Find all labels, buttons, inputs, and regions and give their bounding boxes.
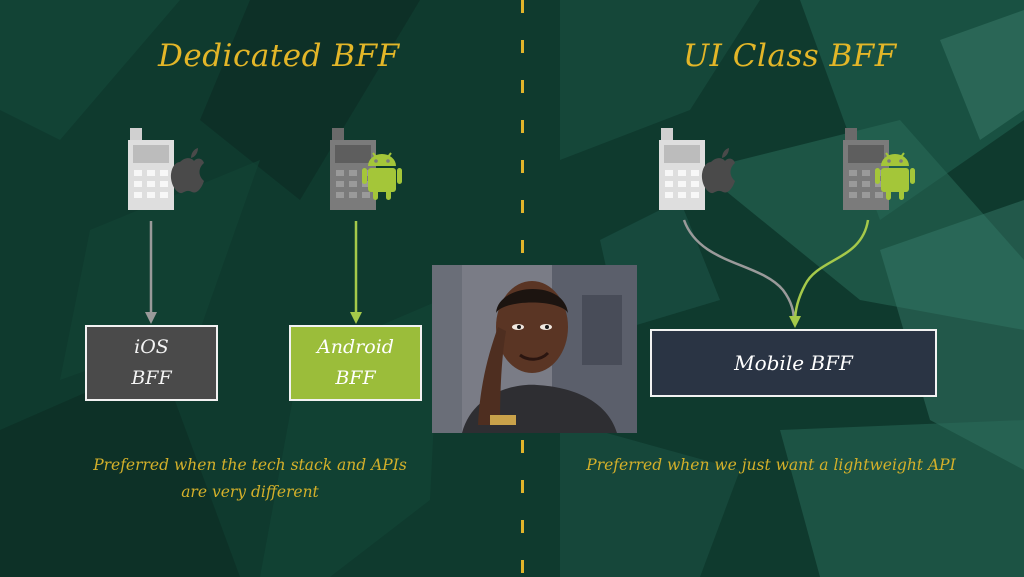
phone-android-icon: [843, 128, 915, 210]
android-arrowhead: [350, 312, 362, 324]
meme-photo: [432, 265, 637, 433]
android-bff-box: Android BFF: [289, 325, 422, 401]
phone-apple-icon: [128, 128, 204, 210]
right-title: UI Class BFF: [683, 38, 897, 74]
android-bff-line2: BFF: [335, 367, 376, 389]
left-caption-line2: are very different: [181, 483, 319, 501]
mobile-bff-box: Mobile BFF: [650, 329, 937, 397]
phone-apple-icon: [659, 128, 735, 210]
ios-to-mobile-arrow: [682, 219, 796, 323]
left-title: Dedicated BFF: [158, 38, 400, 74]
mobile-arrowhead: [789, 316, 801, 328]
right-caption: Preferred when we just want a lightweigh…: [548, 452, 994, 479]
android-bff-line1: Android: [317, 336, 394, 358]
mobile-bff-label: Mobile BFF: [734, 350, 853, 375]
right-caption-text: Preferred when we just want a lightweigh…: [586, 456, 956, 474]
ios-arrowhead: [145, 312, 157, 324]
ios-bff-line1: iOS: [134, 336, 169, 358]
phone-android-icon: [330, 128, 402, 210]
left-caption: Preferred when the tech stack and APIs a…: [40, 452, 460, 506]
ios-bff-box: iOS BFF: [85, 325, 218, 401]
left-caption-line1: Preferred when the tech stack and APIs: [93, 456, 407, 474]
ios-bff-line2: BFF: [131, 367, 172, 389]
android-to-mobile-arrow: [793, 219, 870, 323]
